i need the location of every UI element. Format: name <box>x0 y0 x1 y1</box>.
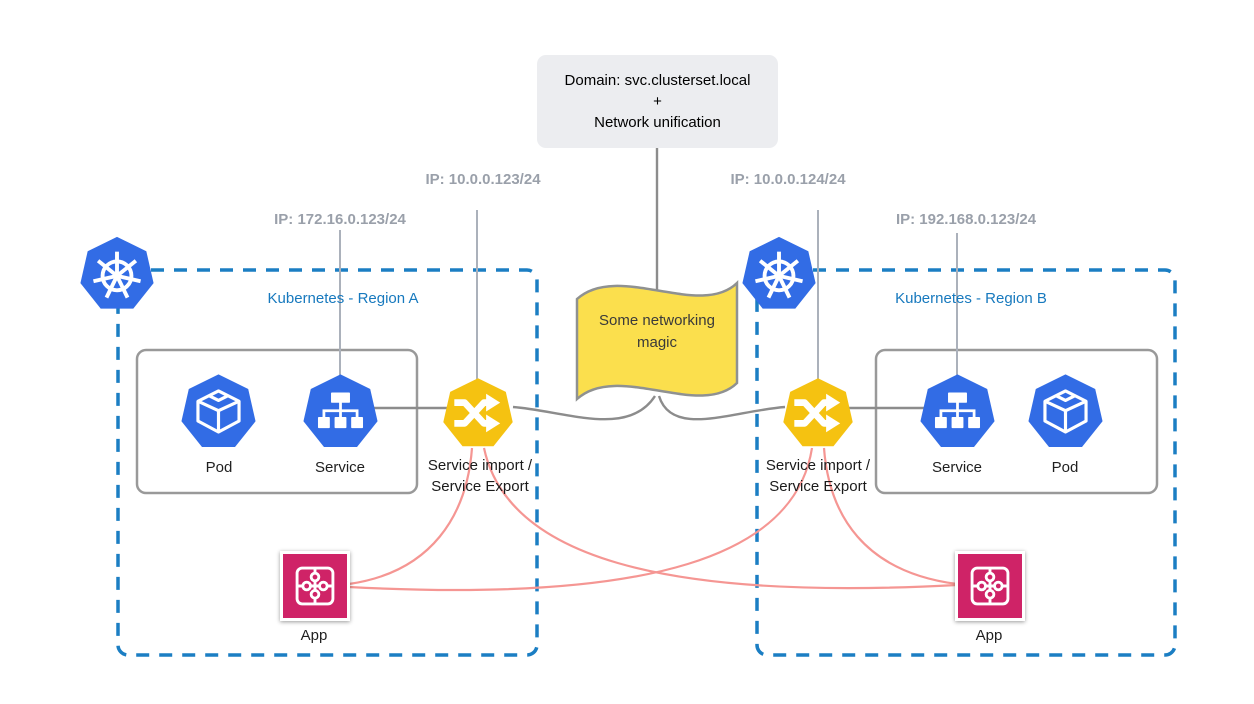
magic-banner-line2: magic <box>636 334 677 351</box>
ip-leader-lines <box>339 210 958 384</box>
service-import-export-icon-region-a <box>441 376 515 450</box>
magic-banner-line1: Some networking <box>599 312 715 329</box>
region-a-boundary <box>116 268 539 657</box>
magic-banner-text: Some networking magic <box>582 310 732 354</box>
pod-label-region-b: Pod <box>1051 459 1079 476</box>
import-export-label-a-line2: Service Export <box>431 478 529 495</box>
service-icon-region-a <box>301 371 380 452</box>
domain-line2: + <box>653 93 662 110</box>
import-export-label-region-a: Service import / Service Export <box>380 455 580 497</box>
import-export-label-region-b: Service import / Service Export <box>718 455 918 497</box>
app-label-region-a: App <box>300 627 328 644</box>
domain-line3: Network unification <box>594 114 721 131</box>
app-icon-region-a <box>280 551 350 621</box>
pod-label-region-a: Pod <box>205 459 233 476</box>
service-label-region-b: Service <box>931 459 983 476</box>
ip-label-region-b-gateway: IP: 10.0.0.124/24 <box>730 171 846 188</box>
import-export-label-b-line2: Service Export <box>769 478 867 495</box>
import-export-label-b-line1: Service import / <box>765 457 871 474</box>
kubernetes-logo-icon-region-b <box>740 233 818 314</box>
service-import-export-icon-region-b <box>781 376 855 450</box>
app-icon-region-b <box>955 551 1025 621</box>
region-b-boundary <box>755 268 1177 657</box>
domain-box: Domain: svc.clusterset.local + Network u… <box>537 55 778 148</box>
magic-banner-shape <box>575 280 739 402</box>
domain-line1: Domain: svc.clusterset.local <box>564 72 751 89</box>
region-a-title: Kubernetes - Region A <box>267 290 419 307</box>
app-label-region-b: App <box>975 627 1003 644</box>
region-b-title: Kubernetes - Region B <box>895 290 1047 307</box>
ip-label-region-b-service: IP: 192.168.0.123/24 <box>895 211 1037 228</box>
ip-label-region-a-service: IP: 172.16.0.123/24 <box>274 211 406 228</box>
app-service-links <box>348 447 958 592</box>
service-icon-region-b <box>918 371 997 452</box>
pod-icon-region-b <box>1026 371 1105 452</box>
kubernetes-logo-icon-region-a <box>78 233 156 314</box>
import-export-label-a-line1: Service import / <box>427 457 533 474</box>
ip-label-region-a-gateway: IP: 10.0.0.123/24 <box>425 171 541 188</box>
service-label-region-a: Service <box>314 459 366 476</box>
gray-connectors <box>373 148 924 421</box>
pod-icon-region-a <box>179 371 258 452</box>
